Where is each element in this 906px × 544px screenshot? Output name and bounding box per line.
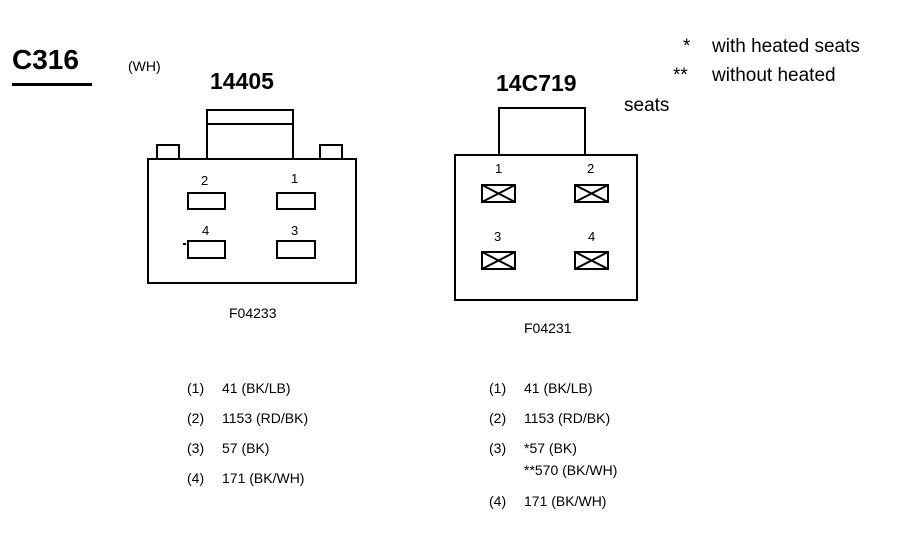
right-pin-label-4: 4	[588, 229, 595, 244]
left-pin-2-terminal	[187, 192, 226, 210]
right-connector-housing	[498, 107, 586, 156]
left-pin-2-desc: 1153 (RD/BK)	[222, 410, 309, 426]
left-pin-4-terminal	[187, 240, 226, 259]
legend-symbol-2: **	[673, 65, 688, 86]
legend-symbol-1: *	[683, 36, 691, 57]
right-pin-4-desc: 171 (BK/WH)	[524, 493, 607, 509]
legend-text-1: with heated seats	[712, 36, 860, 57]
left-pin-label-3: 3	[291, 223, 298, 238]
legend-text-3: seats	[624, 95, 670, 116]
right-pin-1-desc: 41 (BK/LB)	[524, 380, 593, 396]
right-part-number: 14C719	[496, 70, 577, 96]
left-figure-id: F04233	[229, 305, 277, 321]
left-pin-3-num: (3)	[187, 440, 205, 456]
right-pin-2-terminal	[574, 184, 609, 203]
connector-color-code: (WH)	[128, 58, 161, 74]
right-pin-label-1: 1	[495, 161, 502, 176]
legend-text-2: without heated	[712, 65, 836, 86]
left-connector-body	[147, 158, 357, 284]
right-pin-1-num: (1)	[489, 380, 507, 396]
right-pin-2-desc: 1153 (RD/BK)	[524, 410, 611, 426]
connector-id-underline	[12, 83, 92, 86]
right-connector-face	[454, 107, 638, 301]
left-pin-3-desc: 57 (BK)	[222, 440, 270, 456]
left-part-number: 14405	[210, 68, 274, 94]
left-pin-label-4: 4	[202, 223, 209, 238]
right-figure-id: F04231	[524, 320, 572, 336]
right-connector-body	[454, 154, 638, 301]
left-latch-right	[319, 144, 343, 160]
right-pin-3-terminal	[481, 251, 516, 270]
right-pin-3-desc-alt: **570 (BK/WH)	[524, 462, 618, 478]
right-pin-label-3: 3	[494, 229, 501, 244]
left-connector-face	[147, 109, 357, 284]
right-pin-2-num: (2)	[489, 410, 507, 426]
left-pin-label-1: 1	[291, 171, 298, 186]
right-pin-label-2: 2	[587, 161, 594, 176]
right-pin-1-terminal	[481, 184, 516, 203]
left-pin-1-terminal	[276, 192, 316, 210]
left-latch-left	[156, 144, 180, 160]
right-pin-3-desc: *57 (BK)	[524, 440, 577, 456]
connector-id: C316	[12, 44, 79, 75]
left-pin-label-2: 2	[201, 173, 208, 188]
left-pin-1-num: (1)	[187, 380, 205, 396]
left-pin-1-desc: 41 (BK/LB)	[222, 380, 291, 396]
right-pin-3-num: (3)	[489, 440, 507, 456]
left-pin-2-num: (2)	[187, 410, 205, 426]
left-connector-housing	[206, 109, 294, 160]
right-pin-4-terminal	[574, 251, 609, 270]
right-pin-4-num: (4)	[489, 493, 507, 509]
left-pin-4-desc: 171 (BK/WH)	[222, 470, 305, 486]
left-pin-3-terminal	[276, 240, 316, 259]
left-pin-4-num: (4)	[187, 470, 205, 486]
